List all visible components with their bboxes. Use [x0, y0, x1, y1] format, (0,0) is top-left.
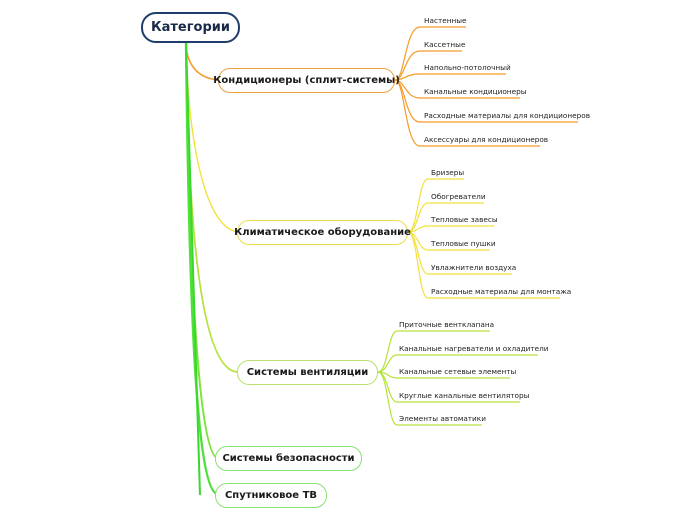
leaf-humidifiers[interactable]: Увлажнители воздуха: [431, 263, 517, 272]
leaf-duct-heaters-coolers[interactable]: Канальные нагреватели и охладители: [399, 344, 549, 353]
branch-node-security-systems[interactable]: Системы безопасности: [215, 446, 362, 471]
branch-label: Системы вентиляции: [246, 367, 369, 378]
connectors-ventilation: [377, 330, 538, 426]
branch-label: Спутниковое ТВ: [224, 490, 318, 501]
leaf-round-duct-fans[interactable]: Круглые канальные вентиляторы: [399, 391, 530, 400]
branch-node-satellite-tv[interactable]: Спутниковое ТВ: [215, 483, 327, 508]
leaf-duct-network-elements[interactable]: Канальные сетевые элементы: [399, 367, 517, 376]
leaf-ducted-ac[interactable]: Канальные кондиционеры: [424, 87, 527, 96]
leaf-floor-ceiling[interactable]: Напольно-потолочный: [424, 63, 511, 72]
leaf-heaters[interactable]: Обогреватели: [431, 192, 486, 201]
branch-label: Системы безопасности: [222, 453, 355, 464]
leaf-ac-consumables[interactable]: Расходные материалы для кондиционеров: [424, 111, 591, 120]
root-node-categories[interactable]: Категории: [141, 12, 240, 43]
leaf-automation-elements[interactable]: Элементы автоматики: [399, 414, 486, 423]
branch-node-ventilation[interactable]: Системы вентиляции: [237, 360, 378, 385]
leaf-cassette[interactable]: Кассетные: [424, 40, 466, 49]
connector-trunk: [185, 41, 201, 496]
leaf-supply-valves[interactable]: Приточные вентклапана: [399, 320, 495, 329]
connectors-climate: [407, 178, 560, 299]
branch-label: Кондиционеры (сплит-системы): [213, 75, 400, 86]
branch-label: Климатическое оборудование: [234, 227, 411, 238]
leaf-mounting-consumables[interactable]: Расходные материалы для монтажа: [431, 287, 572, 296]
leaf-wall-mounted[interactable]: Настенные: [424, 16, 467, 25]
leaf-ac-accessories[interactable]: Аксессуары для кондиционеров: [424, 135, 549, 144]
leaf-breezers[interactable]: Бризеры: [431, 168, 465, 177]
branch-node-climate-equipment[interactable]: Климатическое оборудование: [234, 220, 411, 245]
root-node-label: Категории: [151, 20, 230, 35]
leaf-heat-guns[interactable]: Тепловые пушки: [431, 239, 496, 248]
connector-root-to-satellite-tv: [184, 41, 219, 496]
leaf-air-curtains[interactable]: Тепловые завесы: [431, 215, 498, 224]
branch-node-air-conditioners[interactable]: Кондиционеры (сплит-системы): [213, 68, 400, 93]
connectors-air-conditioners: [394, 26, 578, 147]
